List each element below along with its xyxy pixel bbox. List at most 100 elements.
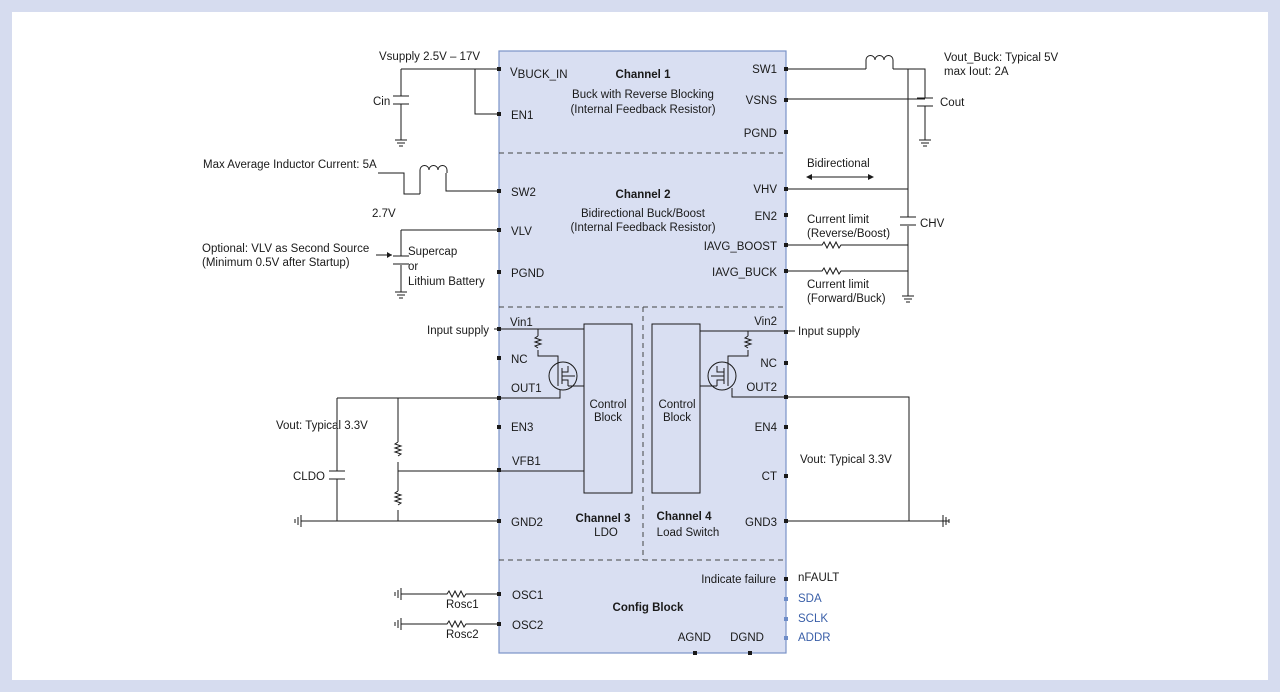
supercap-label-3: Lithium Battery bbox=[408, 276, 485, 288]
ldo-mosfet-body bbox=[557, 366, 584, 387]
supercap-label-1: Supercap bbox=[408, 246, 457, 258]
ground-icon bbox=[902, 295, 914, 303]
pin-sw2: SW2 bbox=[511, 187, 536, 199]
max-inductor-label: Max Average Inductor Current: 5A bbox=[203, 159, 377, 171]
pin-sclk: SCLK bbox=[798, 613, 828, 625]
ls-mosfet-body bbox=[700, 366, 729, 387]
pin-agnd: AGND bbox=[678, 632, 711, 644]
pin-out1: OUT1 bbox=[511, 383, 542, 395]
ctrl3-line1: Control bbox=[589, 399, 626, 411]
config-title: Config Block bbox=[613, 602, 685, 614]
bidirectional-label: Bidirectional bbox=[807, 158, 870, 170]
ch3-desc: LDO bbox=[594, 527, 618, 539]
rosc1-resistor bbox=[401, 589, 499, 599]
ch2-desc-2: (Internal Feedback Resistor) bbox=[570, 222, 715, 234]
ls-mosfet-icon bbox=[707, 361, 737, 391]
ctrl4-line2: Block bbox=[663, 412, 691, 424]
pin-osc1: OSC1 bbox=[512, 590, 543, 602]
pin-sda: SDA bbox=[798, 593, 822, 605]
optional-arrow-head bbox=[387, 252, 392, 258]
ground-icon bbox=[394, 618, 402, 630]
pin-sw1: SW1 bbox=[752, 64, 777, 76]
pin-en1: EN1 bbox=[511, 110, 533, 122]
pin-gnd3: GND3 bbox=[745, 517, 777, 529]
pin-pgnd-ch1: PGND bbox=[744, 128, 777, 140]
vhv-wires bbox=[786, 188, 909, 296]
bidir-inductor-icon bbox=[419, 165, 448, 194]
i2c-pin-dots bbox=[784, 597, 788, 640]
pin-vfb1: VFB1 bbox=[512, 456, 541, 468]
pin-en2: EN2 bbox=[755, 211, 777, 223]
input-supply-left-label: Input supply bbox=[427, 325, 489, 337]
ch2-desc-1: Bidirectional Buck/Boost bbox=[581, 208, 706, 220]
pin-vbuck-in: VBUCK_IN bbox=[510, 67, 568, 81]
rosc1-label: Rosc1 bbox=[446, 599, 479, 611]
rosc2-resistor bbox=[401, 619, 499, 629]
pin-dgnd: DGND bbox=[730, 632, 764, 644]
out1-wire bbox=[499, 390, 561, 399]
optional-label-1: Optional: VLV as Second Source bbox=[202, 243, 369, 255]
pin-nfault: nFAULT bbox=[798, 572, 839, 584]
pin-vin1: Vin1 bbox=[510, 317, 533, 329]
cout-label: Cout bbox=[940, 97, 965, 109]
vout-ldo-label: Vout: Typical 3.3V bbox=[276, 420, 368, 432]
ch3-title: Channel 3 bbox=[576, 513, 631, 525]
pin-out2: OUT2 bbox=[746, 382, 777, 394]
ch4-title: Channel 4 bbox=[657, 511, 713, 523]
control-block-ch3 bbox=[583, 323, 633, 494]
rboost-resistor bbox=[786, 240, 908, 250]
control-block-ch4 bbox=[651, 323, 701, 494]
ch4-desc: Load Switch bbox=[657, 527, 720, 539]
pin-iavg-buck: IAVG_BUCK bbox=[712, 267, 777, 279]
ground-icon bbox=[919, 139, 931, 147]
ldo-gate-resistor bbox=[533, 335, 543, 349]
ldo-mosfet-icon bbox=[548, 361, 578, 391]
pin-gnd2: GND2 bbox=[511, 517, 543, 529]
vout-buck-label-1: Vout_Buck: Typical 5V bbox=[944, 52, 1059, 64]
vout-ls-label: Vout: Typical 3.3V bbox=[800, 454, 892, 466]
ch2-title: Channel 2 bbox=[616, 189, 671, 201]
ldo-divider-r1 bbox=[393, 441, 403, 457]
ctrl4-line1: Control bbox=[658, 399, 695, 411]
ground-icon bbox=[394, 588, 402, 600]
ground-icon bbox=[942, 515, 950, 527]
pin-en3: EN3 bbox=[511, 422, 533, 434]
rbuck-resistor bbox=[786, 266, 908, 276]
pin-nc2: NC bbox=[760, 358, 777, 370]
out2-wires bbox=[731, 388, 949, 522]
pin-osc2: OSC2 bbox=[512, 620, 543, 632]
pin-vin2: Vin2 bbox=[754, 316, 777, 328]
vin2-wires bbox=[700, 330, 795, 366]
ch1-desc-1: Buck with Reverse Blocking bbox=[572, 89, 714, 101]
pin-addr: ADDR bbox=[798, 632, 831, 644]
ch1-title: Channel 1 bbox=[616, 69, 672, 81]
pin-nc1: NC bbox=[511, 354, 528, 366]
rosc2-label: Rosc2 bbox=[446, 629, 479, 641]
ground-icon bbox=[294, 515, 302, 527]
input-supply-right-label: Input supply bbox=[798, 326, 860, 338]
climit-fwd-label-1: Current limit bbox=[807, 279, 870, 291]
vlv-wires bbox=[400, 229, 499, 292]
ctrl3-line2: Block bbox=[594, 412, 622, 424]
cldo-label: CLDO bbox=[293, 471, 325, 483]
optional-label-2: (Minimum 0.5V after Startup) bbox=[202, 257, 350, 269]
pin-en4: EN4 bbox=[755, 422, 778, 434]
ls-gate-resistor bbox=[743, 335, 753, 349]
diagram-frame: Channel 1 Buck with Reverse Blocking (In… bbox=[12, 12, 1268, 680]
pin-iavg-boost: IAVG_BOOST bbox=[704, 241, 777, 253]
ldo-divider-wires bbox=[397, 397, 499, 521]
climit-fwd-label-2: (Forward/Buck) bbox=[807, 293, 886, 305]
pin-pgnd-ch2: PGND bbox=[511, 268, 544, 280]
ground-icon bbox=[395, 291, 407, 299]
pin-vsns: VSNS bbox=[746, 95, 778, 107]
vsupply-wires bbox=[400, 68, 499, 140]
indicate-failure-label: Indicate failure bbox=[701, 574, 776, 586]
sw1-output-wires bbox=[786, 68, 926, 190]
block-diagram: Channel 1 Buck with Reverse Blocking (In… bbox=[202, 50, 1059, 655]
climit-rev-label-2: (Reverse/Boost) bbox=[807, 228, 890, 240]
buck-inductor-icon bbox=[865, 55, 894, 69]
ch1-desc-2: (Internal Feedback Resistor) bbox=[570, 104, 715, 116]
v27-label: 2.7V bbox=[372, 208, 396, 220]
supercap-label-2: or bbox=[408, 261, 418, 273]
climit-rev-label-1: Current limit bbox=[807, 214, 870, 226]
